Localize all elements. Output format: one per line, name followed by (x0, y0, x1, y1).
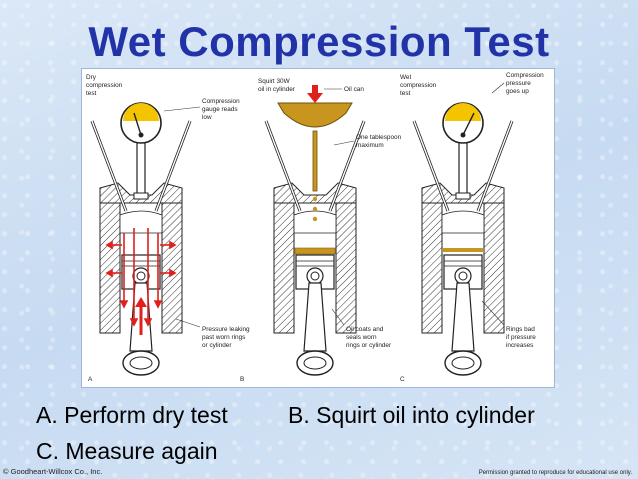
label-bad-3: increases (506, 342, 533, 349)
label-gauge-2: gauge reads (202, 106, 238, 113)
label-tbsp-2: maximum (356, 142, 384, 149)
label-bad-1: Rings bad (506, 326, 535, 333)
label-leak-3: or cylinder (202, 342, 232, 349)
label-wet-2: compression (400, 82, 437, 89)
caption-b: B. Squirt oil into cylinder (288, 402, 535, 428)
panel-c (412, 102, 514, 377)
label-bad-2: if pressure (506, 334, 536, 341)
compression-test-figure: Dry compression test Compression gauge r… (81, 68, 555, 388)
figure-illustration: Dry compression test Compression gauge r… (86, 72, 544, 383)
label-up-1: Compression (506, 72, 544, 79)
caption-a: A. Perform dry test (36, 402, 228, 428)
label-tbsp-1: One tablespoon (356, 134, 402, 141)
copyright-footer: © Goodheart-Willcox Co., Inc. (3, 467, 103, 476)
label-leak-1: Pressure leaking (202, 326, 250, 333)
label-wet-1: Wet (400, 74, 411, 81)
label-squirt-2: oil in cylinder (258, 86, 296, 93)
panel-letter-c: C (400, 376, 405, 383)
label-leak-2: past worn rings (202, 334, 245, 341)
label-gauge-1: Compression (202, 98, 240, 105)
label-dry-1: Dry (86, 74, 97, 81)
label-coats-3: rings or cylinder (346, 342, 392, 349)
label-oilcan: Oil can (344, 86, 364, 93)
label-dry-2: compression (86, 82, 123, 89)
label-squirt-1: Squirt 30W (258, 78, 291, 85)
caption-c: C. Measure again (36, 438, 218, 464)
figure-labels: Dry compression test Compression gauge r… (86, 72, 544, 383)
label-up-3: goes up (506, 88, 529, 95)
label-gauge-3: low (202, 114, 212, 121)
label-wet-3: test (400, 90, 411, 97)
label-coats-1: Oil coats and (346, 326, 384, 333)
panel-letter-b: B (240, 376, 244, 383)
label-dry-3: test (86, 90, 97, 97)
label-coats-2: seals worn (346, 334, 377, 341)
panel-a (90, 102, 192, 377)
panel-letter-a: A (88, 376, 93, 383)
panel-b (264, 85, 366, 377)
slide-title: Wet Compression Test (88, 18, 550, 65)
permission-footer: Permission granted to reproduce for educ… (478, 470, 632, 476)
label-up-2: pressure (506, 80, 531, 87)
